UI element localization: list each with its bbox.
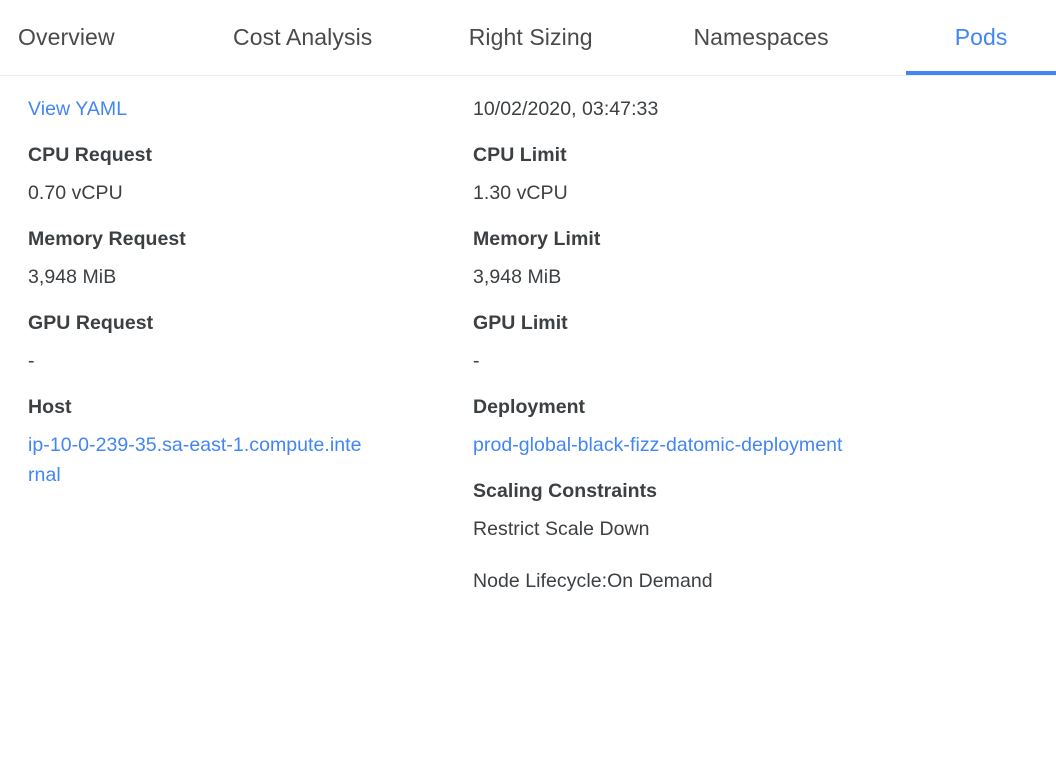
memory-request-label: Memory Request — [28, 228, 186, 250]
tab-list: Overview Cost Analysis Right Sizing Name… — [0, 0, 1056, 75]
field-cpu-limit: CPU Limit 1.30 vCPU — [473, 142, 1056, 208]
pod-timestamp: 10/02/2020, 03:47:33 — [473, 98, 659, 120]
field-gpu-limit: GPU Limit - — [473, 310, 1056, 376]
detail-column-right: 10/02/2020, 03:47:33 CPU Limit 1.30 vCPU… — [464, 94, 1056, 614]
field-host: Host ip-10-0-239-35.sa-east-1.compute.in… — [28, 394, 464, 490]
tab-cost-analysis[interactable]: Cost Analysis — [215, 0, 457, 75]
gpu-limit-label: GPU Limit — [473, 312, 568, 334]
view-yaml-link[interactable]: View YAML — [28, 98, 128, 120]
field-memory-request: Memory Request 3,948 MiB — [28, 226, 464, 292]
memory-request-value: 3,948 MiB — [28, 266, 117, 288]
gpu-request-value: - — [28, 350, 35, 372]
scaling-constraint-item: Restrict Scale Down — [473, 518, 650, 540]
tab-cost-analysis-label: Cost Analysis — [233, 24, 373, 50]
deployment-label: Deployment — [473, 396, 586, 418]
pod-detail-panel: View YAML CPU Request 0.70 vCPU Memory R… — [0, 76, 1056, 614]
field-deployment: Deployment prod-global-black-fizz-datomi… — [473, 394, 1056, 460]
cpu-limit-label: CPU Limit — [473, 144, 567, 166]
tab-namespaces-label: Namespaces — [693, 24, 829, 50]
field-gpu-request: GPU Request - — [28, 310, 464, 376]
deployment-link[interactable]: prod-global-black-fizz-datomic-deploymen… — [473, 434, 843, 456]
memory-limit-label: Memory Limit — [473, 228, 601, 250]
field-memory-limit: Memory Limit 3,948 MiB — [473, 226, 1056, 292]
tab-namespaces[interactable]: Namespaces — [685, 0, 906, 75]
tab-pods[interactable]: Pods — [906, 0, 1056, 75]
cpu-request-value: 0.70 vCPU — [28, 182, 123, 204]
tab-pods-label: Pods — [954, 24, 1008, 50]
field-scaling-constraints: Scaling Constraints Restrict Scale Down … — [473, 478, 1056, 596]
tab-overview-label: Overview — [18, 24, 115, 50]
memory-limit-value: 3,948 MiB — [473, 266, 562, 288]
scaling-constraints-label: Scaling Constraints — [473, 480, 658, 502]
cpu-request-label: CPU Request — [28, 144, 153, 166]
tab-right-sizing[interactable]: Right Sizing — [457, 0, 686, 75]
field-cpu-request: CPU Request 0.70 vCPU — [28, 142, 464, 208]
gpu-limit-value: - — [473, 350, 480, 372]
detail-column-left: View YAML CPU Request 0.70 vCPU Memory R… — [0, 94, 464, 614]
gpu-request-label: GPU Request — [28, 312, 154, 334]
view-yaml-row: View YAML — [28, 94, 464, 124]
host-label: Host — [28, 396, 72, 418]
cpu-limit-value: 1.30 vCPU — [473, 182, 568, 204]
timestamp-row: 10/02/2020, 03:47:33 — [473, 94, 1056, 124]
tab-bar: Overview Cost Analysis Right Sizing Name… — [0, 0, 1056, 76]
scaling-constraint-item: Node Lifecycle:On Demand — [473, 570, 713, 592]
host-link[interactable]: ip-10-0-239-35.sa-east-1.compute.interna… — [28, 434, 362, 486]
tab-right-sizing-label: Right Sizing — [468, 24, 593, 50]
tab-overview[interactable]: Overview — [18, 0, 215, 75]
